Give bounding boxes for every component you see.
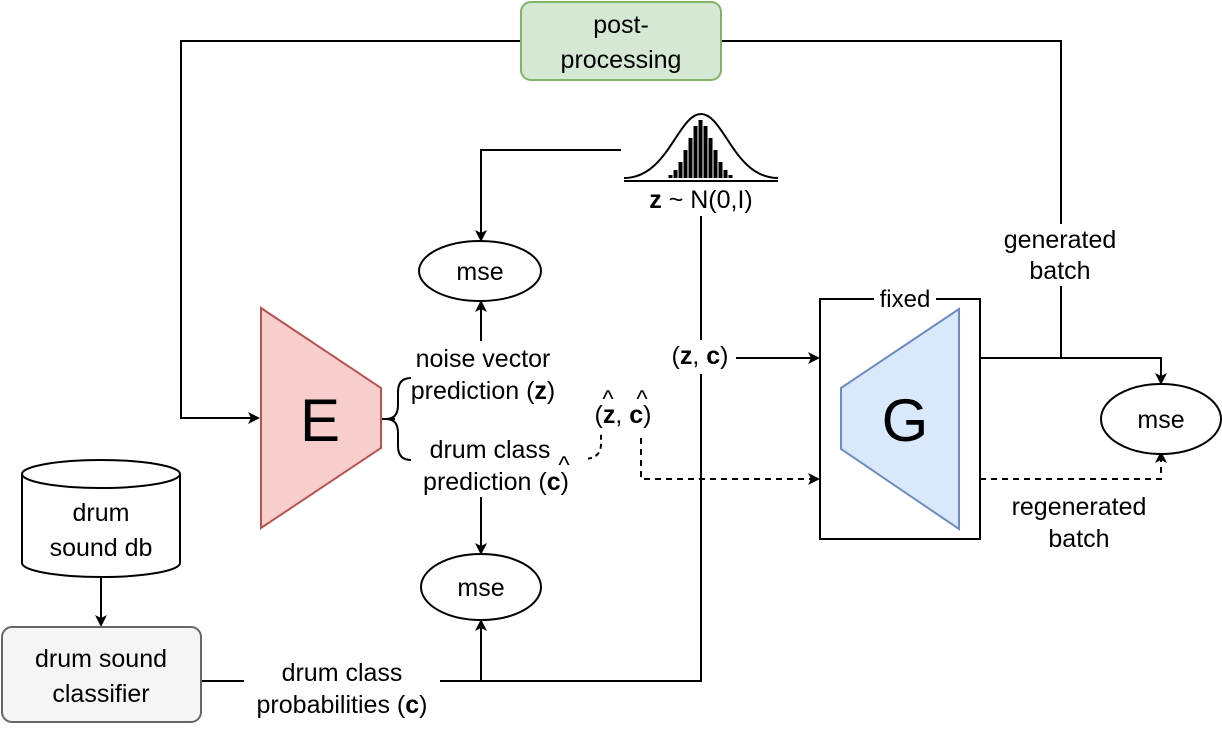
encoder-node: E [260, 306, 382, 530]
histogram-bar [673, 170, 678, 178]
db-line2: sound db [50, 534, 153, 562]
classifier-line2: classifier [52, 680, 149, 708]
noise-distribution-label: z ~ N(0,I) [649, 186, 753, 214]
noise-pred-line2: prediction (z) [411, 377, 556, 405]
generator-node: G fixed [819, 286, 981, 540]
histogram-bar [718, 162, 723, 178]
class-pred-line1: drum class [430, 436, 551, 464]
zc-hat-z-hat: ^ [602, 386, 614, 413]
histogram-bar [678, 162, 683, 178]
zc-hat-c-hat: ^ [636, 386, 648, 413]
edge-generator-to-postproc [721, 40, 1062, 359]
mse-top-node: mse [418, 240, 542, 302]
mse-right-label: mse [1137, 406, 1184, 434]
db-line1: drum [73, 499, 130, 527]
histogram-bar [708, 138, 713, 178]
generated-batch-line1: generated [1004, 226, 1117, 254]
generated-batch-line2: batch [1029, 257, 1090, 285]
edge-postproc-to-encoder [180, 40, 520, 424]
regenerated-batch-line2: batch [1048, 525, 1109, 553]
post-processing-line1: post- [593, 11, 649, 39]
noise-pred-line1: noise vector [416, 345, 551, 373]
histogram-bar [698, 120, 703, 178]
histogram-bar [693, 126, 698, 178]
gaussian-icon [623, 112, 779, 182]
class-pred-hat: ^ [558, 452, 570, 479]
edge-generated-to-mse [1061, 357, 1167, 385]
zc-hat-label: (z, c) [595, 401, 652, 429]
post-processing-node: post- processing [520, 1, 722, 81]
probs-line2: probabilities (c) [257, 691, 428, 719]
zc-input-label: (z, c) [672, 342, 729, 370]
generator-label: G [882, 387, 929, 454]
regenerated-batch-line1: regenerated [1012, 493, 1147, 521]
drum-sound-db-node: drum sound db [21, 459, 181, 578]
post-processing-line2: processing [561, 46, 682, 74]
histogram-bar [728, 175, 733, 178]
histogram-bar [688, 138, 693, 178]
histogram-bar [723, 170, 728, 178]
edge-zchat-to-generator [640, 438, 820, 485]
mse-top-label: mse [456, 258, 503, 286]
classifier-node: drum sound classifier [1, 626, 202, 723]
edge-regenerated-to-mse [980, 451, 1167, 480]
edge-noise-to-mse-top [475, 149, 621, 242]
probs-line1: drum class [282, 659, 403, 687]
histogram-bar [703, 126, 708, 178]
mse-right-node: mse [1100, 383, 1222, 455]
class-pred-line2: prediction (c) [423, 468, 569, 496]
histogram-bar [668, 175, 673, 178]
mse-bottom-label: mse [457, 574, 504, 602]
output-brace [385, 377, 412, 461]
mse-bottom-node: mse [420, 553, 542, 621]
generator-fixed-label: fixed [880, 286, 931, 313]
encoder-label: E [300, 387, 340, 454]
histogram-bar [683, 150, 688, 178]
histogram-bar [713, 150, 718, 178]
classifier-line1: drum sound [35, 645, 167, 673]
